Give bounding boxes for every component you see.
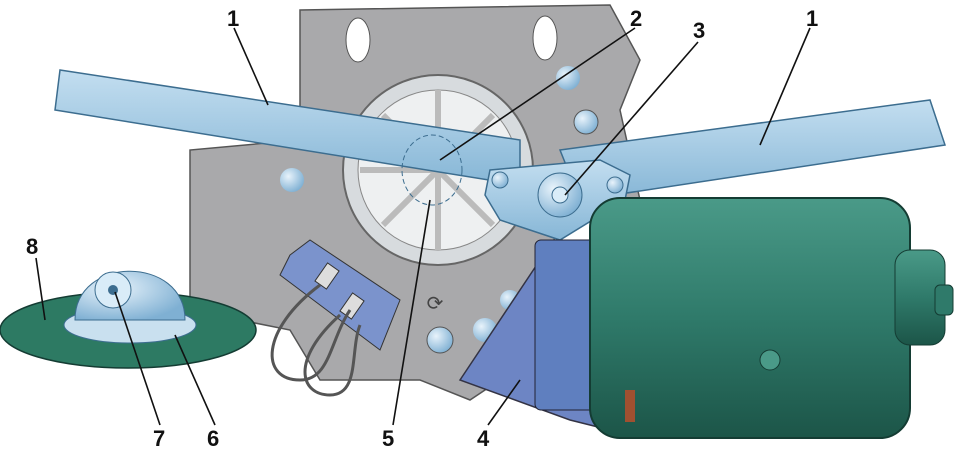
callout-6: 6 [207, 426, 219, 451]
callout-8: 8 [26, 234, 38, 259]
callout-2: 2 [630, 6, 642, 31]
callout-3: 3 [693, 18, 705, 43]
electric-motor [534, 197, 954, 439]
drive-shaft-hidden [401, 134, 463, 206]
rotation-icon: ⟳ [427, 291, 444, 315]
callout-5: 5 [382, 426, 394, 451]
callout-1-right: 1 [806, 6, 818, 31]
callout-4: 4 [477, 426, 490, 451]
plate-hole [532, 15, 558, 61]
plate-bolts [280, 66, 599, 354]
plate-hole [345, 17, 371, 63]
terminal-block [270, 239, 401, 397]
leader-lines [35, 27, 811, 426]
callout-7: 7 [153, 426, 165, 451]
callout-1-left: 1 [227, 6, 239, 31]
